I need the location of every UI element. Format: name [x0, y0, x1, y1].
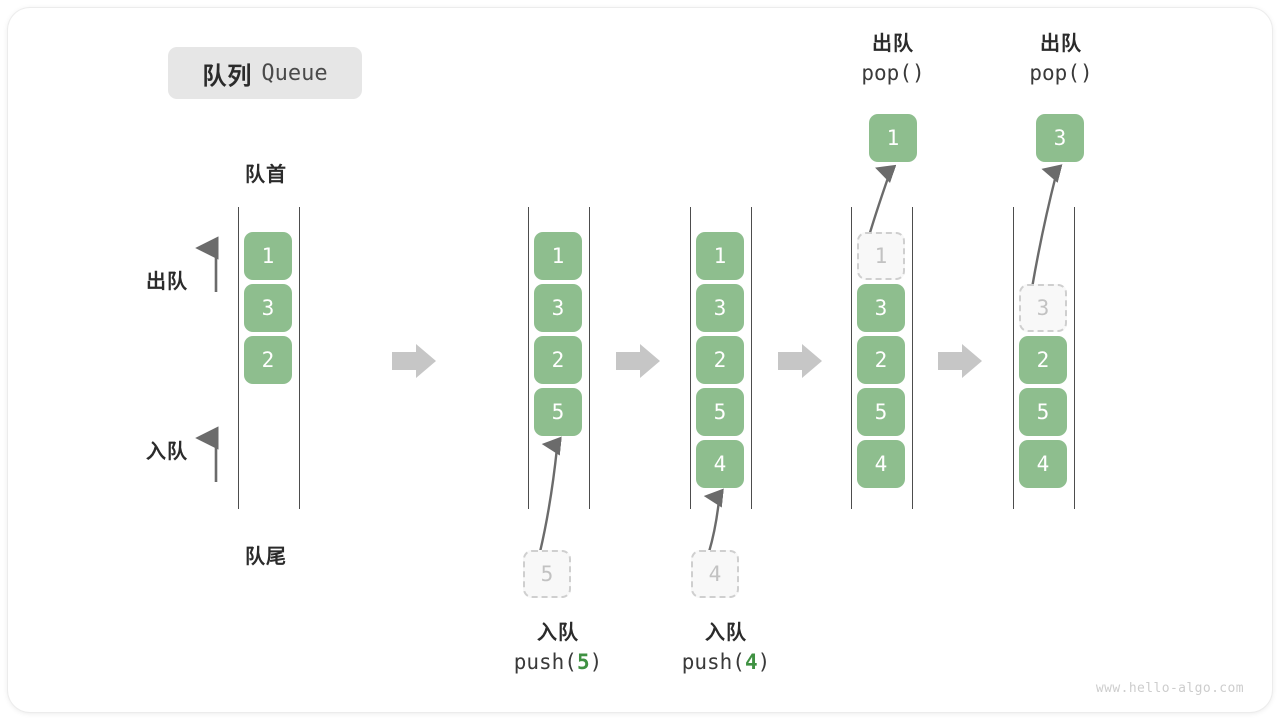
dequeue-side-label: 出队	[146, 271, 188, 293]
popped-element-1[interactable]: 1	[869, 114, 917, 162]
queue-cell[interactable]: 3	[534, 284, 582, 332]
queue-cell[interactable]: 4	[857, 440, 905, 488]
queue-cell[interactable]: 5	[534, 388, 582, 436]
rail-left	[690, 207, 691, 509]
caption-pop-1-cn: 出队	[872, 33, 914, 55]
caption-close: )	[589, 650, 603, 675]
caption-fn: push(	[513, 650, 577, 675]
queue-cell[interactable]: 2	[696, 336, 744, 384]
rail-left	[851, 207, 852, 509]
rail-left	[528, 207, 529, 509]
caption-pop-1: 出队 pop()	[803, 31, 983, 88]
title-en: Queue	[261, 60, 328, 86]
caption-push-4-cn: 入队	[705, 622, 747, 644]
caption-arg: 4	[744, 650, 758, 675]
queue-cell[interactable]: 3	[244, 284, 292, 332]
caption-push-4-code: push(4)	[636, 649, 816, 677]
caption-arg: 5	[576, 650, 590, 675]
queue-cell[interactable]: 1	[534, 232, 582, 280]
queue-cell[interactable]: 5	[1019, 388, 1067, 436]
caption-pop-2-cn: 出队	[1040, 33, 1082, 55]
queue-cell[interactable]: 5	[857, 388, 905, 436]
diagram-card	[8, 8, 1272, 712]
rail-right	[589, 207, 590, 509]
caption-pop-2: 出队 pop()	[971, 31, 1151, 88]
title-cn: 队列	[202, 62, 253, 90]
queue-cell[interactable]: 5	[696, 388, 744, 436]
watermark: www.hello-algo.com	[1095, 681, 1244, 696]
caption-close: )	[757, 650, 771, 675]
rail-right	[1074, 207, 1075, 509]
rail-right	[299, 207, 300, 509]
queue-cell[interactable]: 4	[696, 440, 744, 488]
queue-tail-label: 队尾	[245, 546, 287, 568]
queue-cell[interactable]: 3	[696, 284, 744, 332]
queue-cell[interactable]: 1	[696, 232, 744, 280]
rail-left	[1013, 207, 1014, 509]
queue-cell[interactable]: 1	[244, 232, 292, 280]
queue-cell[interactable]: 2	[534, 336, 582, 384]
queue-cell[interactable]: 2	[1019, 336, 1067, 384]
incoming-element-4[interactable]: 4	[691, 550, 739, 598]
rail-right	[912, 207, 913, 509]
diagram-title-badge: 队列 Queue	[168, 47, 362, 99]
queue-cell[interactable]: 2	[244, 336, 292, 384]
queue-cell[interactable]: 4	[1019, 440, 1067, 488]
queue-cell-removed[interactable]: 3	[1019, 284, 1067, 332]
queue-cell[interactable]: 3	[857, 284, 905, 332]
caption-push-5-cn: 入队	[537, 622, 579, 644]
caption-pop-1-code: pop()	[861, 61, 925, 86]
rail-right	[751, 207, 752, 509]
popped-element-3[interactable]: 3	[1036, 114, 1084, 162]
queue-cell[interactable]: 2	[857, 336, 905, 384]
caption-fn: push(	[681, 650, 745, 675]
enqueue-side-label: 入队	[146, 441, 188, 463]
queue-cell-removed[interactable]: 1	[857, 232, 905, 280]
queue-head-label: 队首	[245, 164, 287, 186]
rail-left	[238, 207, 239, 509]
caption-push-5-code: push(5)	[468, 649, 648, 677]
incoming-element-5[interactable]: 5	[523, 550, 571, 598]
caption-pop-2-code: pop()	[1029, 61, 1093, 86]
caption-push-5: 入队 push(5)	[468, 620, 648, 677]
caption-push-4: 入队 push(4)	[636, 620, 816, 677]
